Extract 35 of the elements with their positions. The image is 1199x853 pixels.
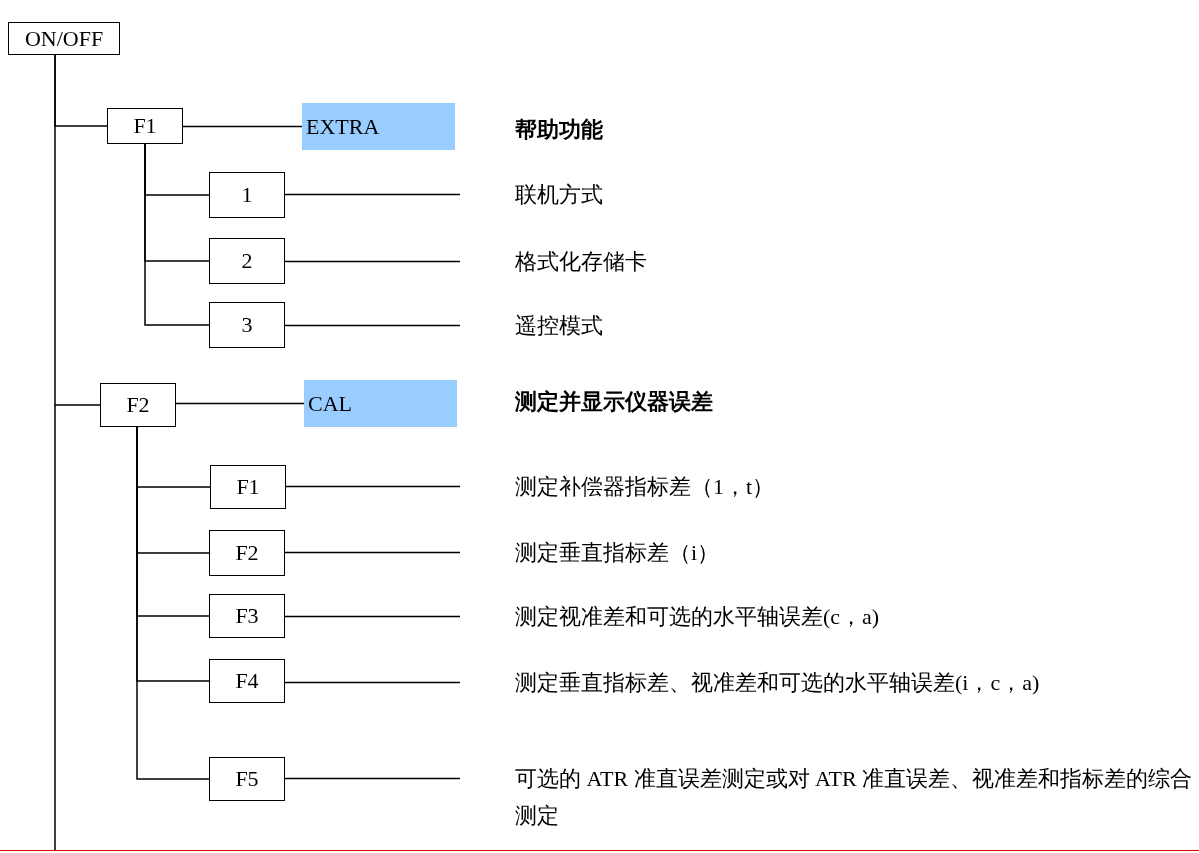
- menu-band: EXTRA: [302, 103, 455, 150]
- key-box: ON/OFF: [8, 22, 120, 55]
- key-box: F1: [210, 465, 286, 509]
- key-box: F4: [209, 659, 285, 703]
- key-box: 1: [209, 172, 285, 218]
- key-box: F3: [209, 594, 285, 638]
- connector-line: [284, 551, 461, 554]
- connector-line: [284, 681, 461, 684]
- connector-line: [182, 125, 303, 128]
- description-text: 测定垂直指标差、视准差和可选的水平轴误差(i，c，a): [460, 664, 1160, 738]
- description-text: 测定视准差和可选的水平轴误差(c，a): [460, 598, 1199, 635]
- description-text: 格式化存储卡: [460, 243, 1160, 280]
- section-heading: 测定并显示仪器误差: [460, 383, 1160, 420]
- connector-line: [285, 485, 461, 488]
- menu-band: CAL: [304, 380, 457, 427]
- connector-line: [54, 54, 101, 406]
- description-text: 可选的 ATR 准直误差测定或对 ATR 准直误差、视准差和指标差的综合测定: [460, 760, 1199, 834]
- description-text: 联机方式: [460, 176, 1160, 213]
- description-text: 测定垂直指标差（i）: [460, 534, 1160, 571]
- key-box: F1: [107, 108, 183, 144]
- section-heading: 帮助功能: [460, 111, 1060, 148]
- connector-line: [175, 402, 305, 405]
- connector-line: [284, 777, 461, 780]
- key-box: F5: [209, 757, 285, 801]
- key-box: 2: [209, 238, 285, 284]
- connector-line: [144, 143, 210, 326]
- connector-line: [284, 193, 461, 196]
- connector-line: [284, 324, 461, 327]
- description-text: 测定补偿器指标差（1，t）: [460, 468, 1160, 505]
- key-box: 3: [209, 302, 285, 348]
- connector-line: [284, 615, 461, 618]
- description-text: 遥控模式: [460, 307, 1160, 344]
- key-box: F2: [100, 383, 176, 427]
- connector-line: [284, 260, 461, 263]
- key-box: F2: [209, 530, 285, 576]
